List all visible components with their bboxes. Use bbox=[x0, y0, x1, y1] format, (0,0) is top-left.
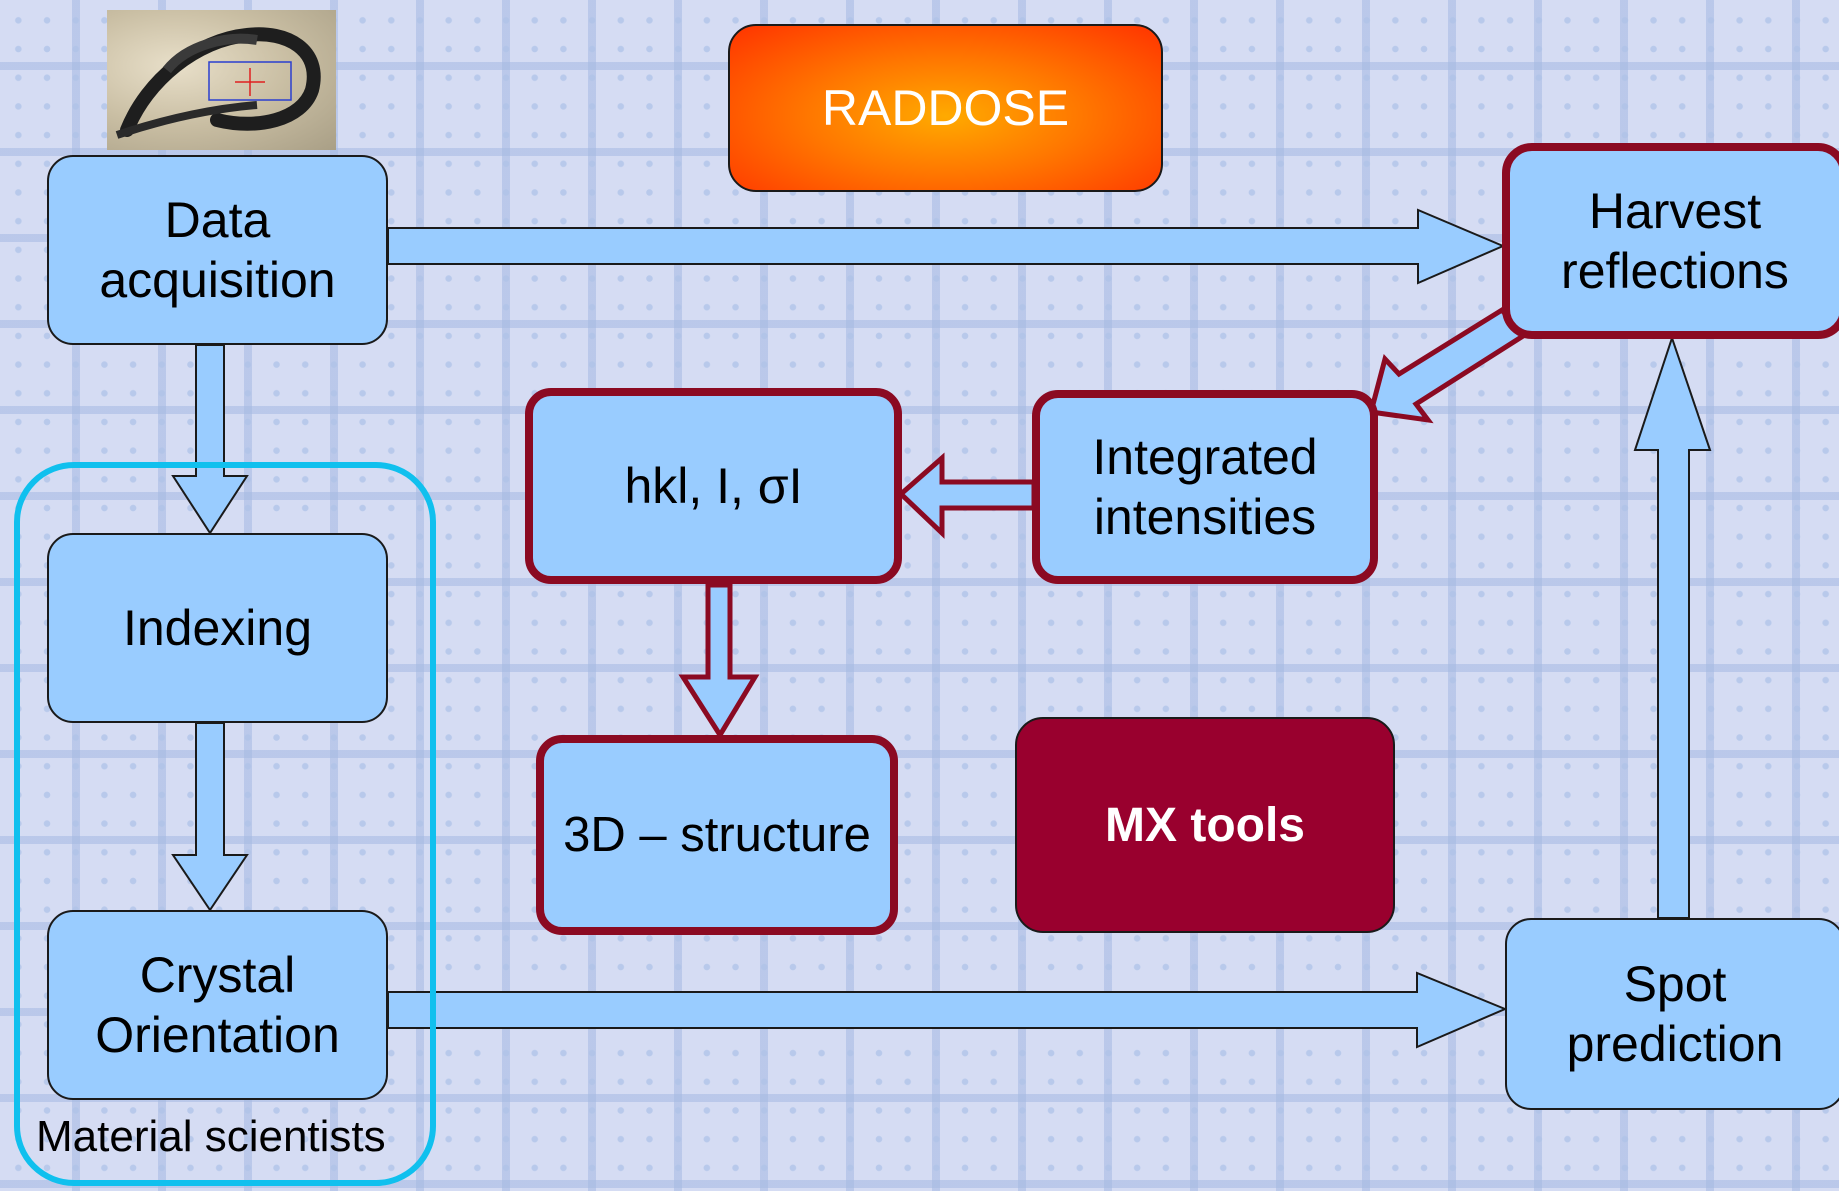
mx-tools-label: MX tools bbox=[1015, 717, 1395, 933]
crystal-photo bbox=[107, 10, 336, 150]
node-3d-structure: 3D – structure bbox=[536, 735, 898, 935]
raddose-label: RADDOSE bbox=[728, 24, 1163, 192]
arrow-hkl-to-structure bbox=[678, 582, 760, 740]
material-scientists-label: Material scientists bbox=[36, 1112, 386, 1161]
node-indexing: Indexing bbox=[47, 533, 388, 723]
arrow-harvest-to-integrated bbox=[1367, 306, 1527, 424]
arrow-acquisition-to-indexing bbox=[171, 344, 249, 535]
node-data-acquisition-label: Data acquisition bbox=[99, 192, 336, 308]
node-hkl-label: hkl, I, σI bbox=[624, 458, 803, 514]
arrow-spot-to-harvest bbox=[1633, 334, 1712, 919]
mx-tools-text: MX tools bbox=[1105, 798, 1305, 852]
node-spot-prediction-label: Spot prediction bbox=[1566, 956, 1784, 1072]
node-hkl: hkl, I, σI bbox=[525, 388, 902, 584]
node-crystal-orientation: Crystal Orientation bbox=[47, 910, 388, 1100]
raddose-text: RADDOSE bbox=[821, 80, 1070, 136]
arrow-integrated-to-hkl bbox=[897, 452, 1037, 539]
arrow-acquisition-to-harvest bbox=[387, 208, 1506, 285]
node-spot-prediction: Spot prediction bbox=[1505, 918, 1839, 1110]
node-data-acquisition: Data acquisition bbox=[47, 155, 388, 345]
node-crystal-orientation-label: Crystal Orientation bbox=[95, 947, 340, 1063]
node-harvest-reflections: Harvest reflections bbox=[1502, 143, 1839, 339]
arrow-orientation-to-spot bbox=[387, 971, 1508, 1049]
node-indexing-label: Indexing bbox=[122, 600, 313, 656]
material-scientists-group bbox=[14, 462, 436, 1186]
arrow-indexing-to-orientation bbox=[171, 722, 249, 912]
node-3d-structure-label: 3D – structure bbox=[563, 808, 871, 862]
node-integrated-intensities: Integrated intensities bbox=[1032, 390, 1378, 584]
node-harvest-reflections-label: Harvest reflections bbox=[1561, 183, 1789, 299]
node-integrated-intensities-label: Integrated intensities bbox=[1092, 429, 1318, 545]
